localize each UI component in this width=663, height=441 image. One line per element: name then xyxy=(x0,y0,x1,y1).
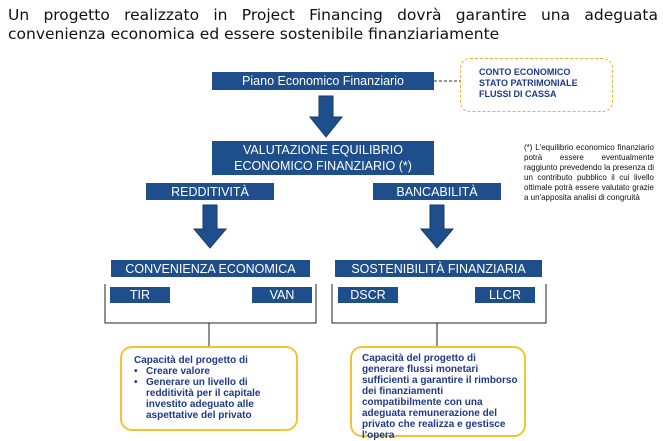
arrow-down-icon xyxy=(419,204,455,249)
left-box-item: Creare valore xyxy=(146,366,210,377)
arrow-down-icon xyxy=(308,95,344,138)
left-bracket xyxy=(104,284,317,324)
right-box-text: Capacità del progetto di generare flussi… xyxy=(362,353,518,441)
side-box: CONTO ECONOMICO STATO PATRIMONIALE FLUSS… xyxy=(460,58,613,112)
piano-economico-bar: Piano Economico Finanziario xyxy=(212,72,434,90)
list-item: •Generare un livello di redditività per … xyxy=(134,377,288,421)
list-item: •Creare valore xyxy=(134,366,210,377)
side-box-line: STATO PATRIMONIALE xyxy=(479,78,578,88)
left-capacity-box: Capacità del progetto di •Creare valore … xyxy=(120,346,298,431)
bancabilita-bar: BANCABILITÀ xyxy=(373,183,501,200)
dscr-bar: DSCR xyxy=(338,287,398,303)
left-box-item: Generare un livello di redditività per i… xyxy=(146,377,261,421)
tir-bar: TIR xyxy=(110,287,170,303)
arrow-down-icon xyxy=(192,204,228,249)
valutazione-bar: VALUTAZIONE EQUILIBRIO ECONOMICO FINANZI… xyxy=(212,141,434,175)
redditivita-bar: REDDITIVITÀ xyxy=(146,183,274,200)
valutazione-line: VALUTAZIONE EQUILIBRIO xyxy=(243,143,403,157)
side-box-line: CONTO ECONOMICO xyxy=(479,67,571,77)
side-box-line: FLUSSI DI CASSA xyxy=(479,89,557,99)
valutazione-line: ECONOMICO FINANZIARIO (*) xyxy=(234,159,412,173)
convenienza-bar: CONVENIENZA ECONOMICA xyxy=(111,260,310,277)
right-bracket xyxy=(331,284,547,324)
right-capacity-box: Capacità del progetto di generare flussi… xyxy=(350,346,526,441)
footnote: (*) L'equilibrio economico finanziario p… xyxy=(524,143,654,202)
left-box-heading: Capacità del progetto di xyxy=(134,355,248,366)
van-bar: VAN xyxy=(252,287,312,303)
llcr-bar: LLCR xyxy=(475,287,535,303)
page-title: Un progetto realizzato in Project Financ… xyxy=(8,6,658,43)
sostenibilita-bar: SOSTENIBILITÀ FINANZIARIA xyxy=(335,260,542,277)
